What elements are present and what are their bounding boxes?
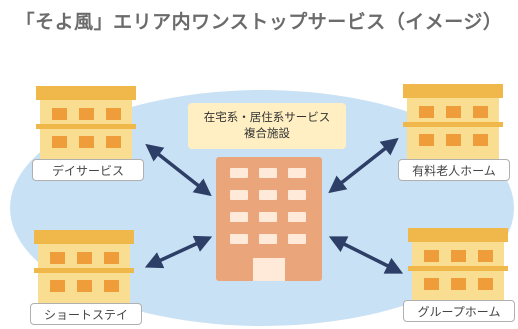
complex-facility-building xyxy=(216,157,322,281)
arrow-short-stay xyxy=(144,235,213,269)
arrow-group-home xyxy=(328,236,404,274)
arrow-day-service xyxy=(145,143,212,197)
complex-facility-label: 在宅系・居住系サービス 複合施設 xyxy=(188,103,346,149)
group-home-label: グループホーム xyxy=(403,300,515,322)
diagram-title: 「そよ風」エリア内ワンストップサービス（イメージ） xyxy=(15,11,503,33)
arrow-paid-nursing-home xyxy=(328,137,399,194)
day-service-building xyxy=(36,86,136,162)
paid-nursing-home-building xyxy=(403,84,503,160)
day-service-label: デイサービス xyxy=(32,159,144,181)
short-stay-building xyxy=(34,230,134,306)
paid-nursing-home-label: 有料老人ホーム xyxy=(398,159,510,181)
group-home-building xyxy=(408,228,508,304)
complex-facility-label-line1: 在宅系・居住系サービス xyxy=(203,110,331,124)
short-stay-label: ショートステイ xyxy=(30,303,142,325)
complex-facility-label-line2: 複合施設 xyxy=(244,126,290,140)
